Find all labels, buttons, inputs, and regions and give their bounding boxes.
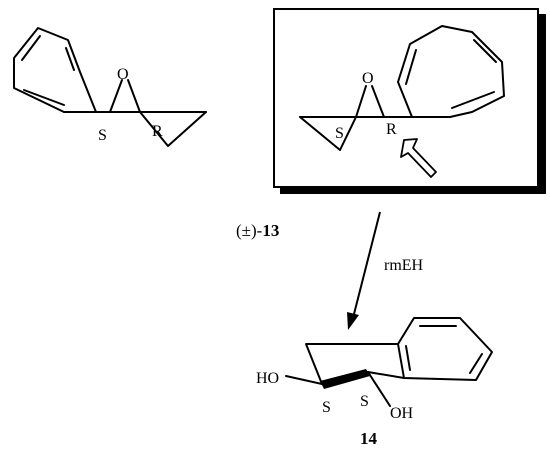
boxed-epoxide-structure [299, 25, 505, 151]
boxed-double-bond-1 [405, 49, 417, 85]
diol-aromatic-double-2 [469, 353, 483, 374]
reaction-arrow-head [347, 312, 359, 330]
boxed-enantiomer-frame [273, 8, 546, 194]
boxed-double-bond-2 [473, 39, 497, 63]
boxed-epoxide-oxygen: O [362, 70, 374, 87]
boxed-stereo-r: R [386, 121, 397, 138]
left-stereo-r: R [152, 123, 163, 140]
reaction-arrow [347, 211, 381, 330]
left-epoxide-oxygen: O [117, 66, 129, 83]
enzyme-label: rmEH [384, 257, 424, 274]
racemate-number: 13 [262, 221, 279, 240]
left-epoxide-o-c [127, 79, 141, 113]
left-cyclopropane [139, 111, 207, 147]
left-double-bond-3 [23, 89, 65, 106]
boxed-epoxide-c-o [355, 85, 367, 118]
diol-aromatic-ring [397, 317, 493, 381]
diol-ring-bottom-right [367, 371, 405, 379]
boxed-epoxide-o-c [371, 85, 385, 118]
left-epoxide-c-o [109, 79, 123, 113]
diol-stereo-left: S [322, 399, 331, 416]
diol-aromatic-double-3 [405, 345, 411, 371]
boxed-cyclopropane [299, 116, 357, 151]
diol-stereo-right: S [360, 393, 369, 410]
racemate-label: (±)-13 [236, 221, 279, 240]
diol-right-oh-bond [367, 371, 391, 407]
boxed-ring-bonds [397, 25, 505, 118]
boxed-stereo-s: S [335, 125, 344, 142]
left-double-bond-1 [21, 35, 41, 61]
left-ring-bonds [13, 27, 97, 113]
racemate-prefix: (±)- [236, 221, 263, 240]
box-border [273, 8, 539, 188]
diol-left-oh-bond [285, 375, 323, 385]
diol-left-hydroxyl: HO [256, 370, 279, 387]
left-epoxide-structure [13, 27, 207, 147]
boxed-double-bond-3 [451, 91, 495, 109]
diol-product-structure [285, 317, 493, 407]
product-compound-number: 14 [360, 429, 378, 448]
attack-arrow-icon [400, 138, 437, 178]
diol-wedge-bond [320, 369, 370, 389]
diol-right-hydroxyl: OH [390, 405, 414, 422]
left-stereo-s: S [98, 127, 107, 144]
diol-saturated-ring [305, 343, 399, 385]
reaction-arrow-shaft [352, 211, 381, 319]
left-double-bond-2 [65, 47, 75, 71]
